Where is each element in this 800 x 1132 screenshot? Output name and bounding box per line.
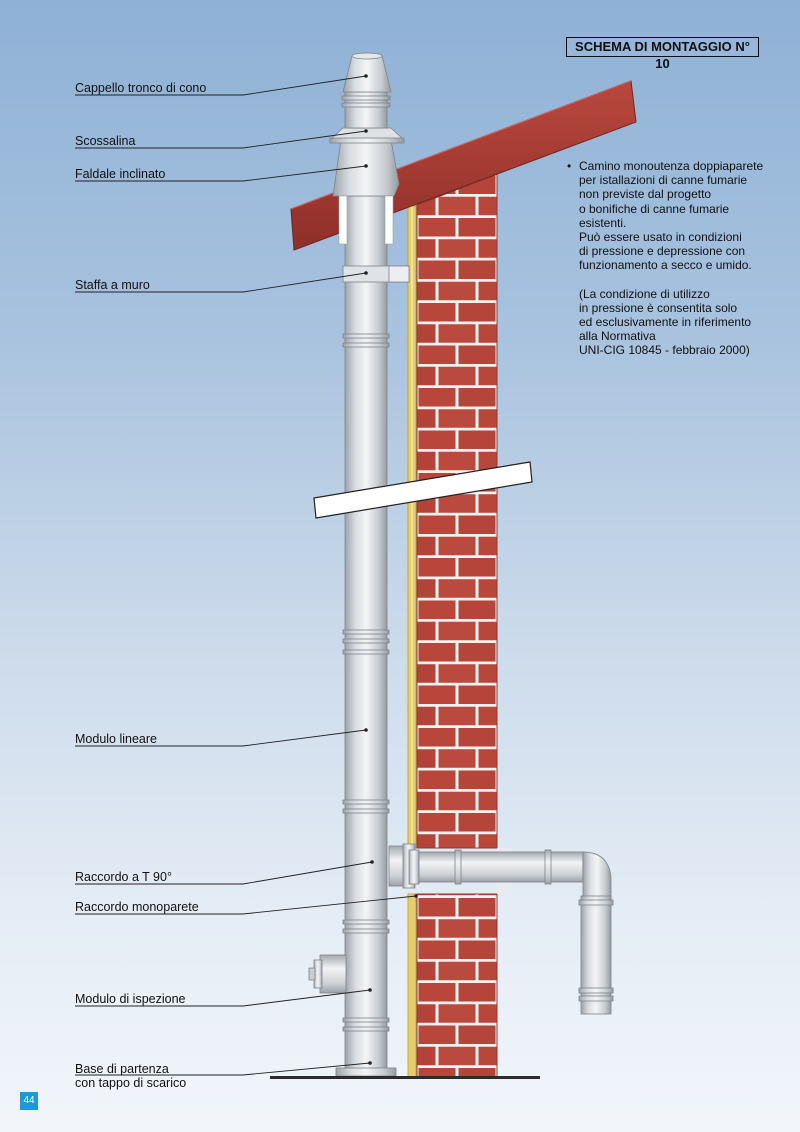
label-modulo-lineare: Modulo lineare	[75, 732, 157, 746]
vertical-flue-pipe	[335, 195, 397, 1077]
label-faldale: Faldale inclinato	[75, 167, 166, 181]
brick-wall	[416, 173, 511, 1079]
diagram-title: SCHEMA DI MONTAGGIO N° 10	[566, 37, 759, 71]
label-raccordo-t: Raccordo a T 90°	[75, 870, 172, 884]
page-number: 44	[20, 1092, 38, 1110]
note-line: in pressione è consentita solo	[579, 300, 738, 315]
label-base-line2: con tappo di scarico	[75, 1076, 187, 1090]
note-line: (La condizione di utilizzo	[579, 286, 710, 301]
insulation-layer	[407, 205, 417, 1079]
tee-connection	[388, 843, 614, 1015]
inspection-port	[308, 954, 347, 994]
label-ispezione: Modulo di ispezione	[75, 992, 186, 1006]
note-line: alla Normativa	[579, 329, 656, 344]
label-scossalina: Scossalina	[75, 134, 136, 148]
leader-lines	[75, 75, 417, 1076]
ground-line	[270, 1076, 540, 1079]
leader-dots	[364, 74, 418, 1065]
description-block: • Camino monoutenza doppiaparete per ist…	[567, 159, 792, 358]
label-base-line1: Base di partenza	[75, 1062, 169, 1076]
description-line: o bonifiche di canne fumarie	[579, 201, 730, 216]
description-line: Camino monoutenza doppiaparete	[579, 159, 764, 173]
description-line: per istallazioni di canne fumarie	[579, 173, 748, 188]
base-plate	[335, 1067, 397, 1077]
note-line: UNI-CIG 10845 - febbraio 2000)	[579, 343, 750, 358]
description-line: esistenti.	[579, 215, 627, 230]
label-staffa: Staffa a muro	[75, 278, 150, 292]
label-raccordo-mono: Raccordo monoparete	[75, 900, 199, 914]
pipe-joints	[342, 333, 390, 1032]
label-cappello: Cappello tronco di cono	[75, 81, 207, 95]
description-line: Può essere usato in condizioni	[579, 230, 742, 245]
description-bullet: •	[567, 159, 572, 173]
wall-bracket	[342, 265, 410, 283]
note-line: ed esclusivamente in riferimento	[579, 315, 752, 330]
description-line: di pressione e depressione con	[579, 244, 746, 259]
description-line: non previste dal progetto	[579, 187, 712, 202]
cut-break	[313, 461, 533, 519]
chimney-top	[328, 52, 406, 245]
description-line: funzionamento a secco e umido.	[579, 258, 752, 273]
